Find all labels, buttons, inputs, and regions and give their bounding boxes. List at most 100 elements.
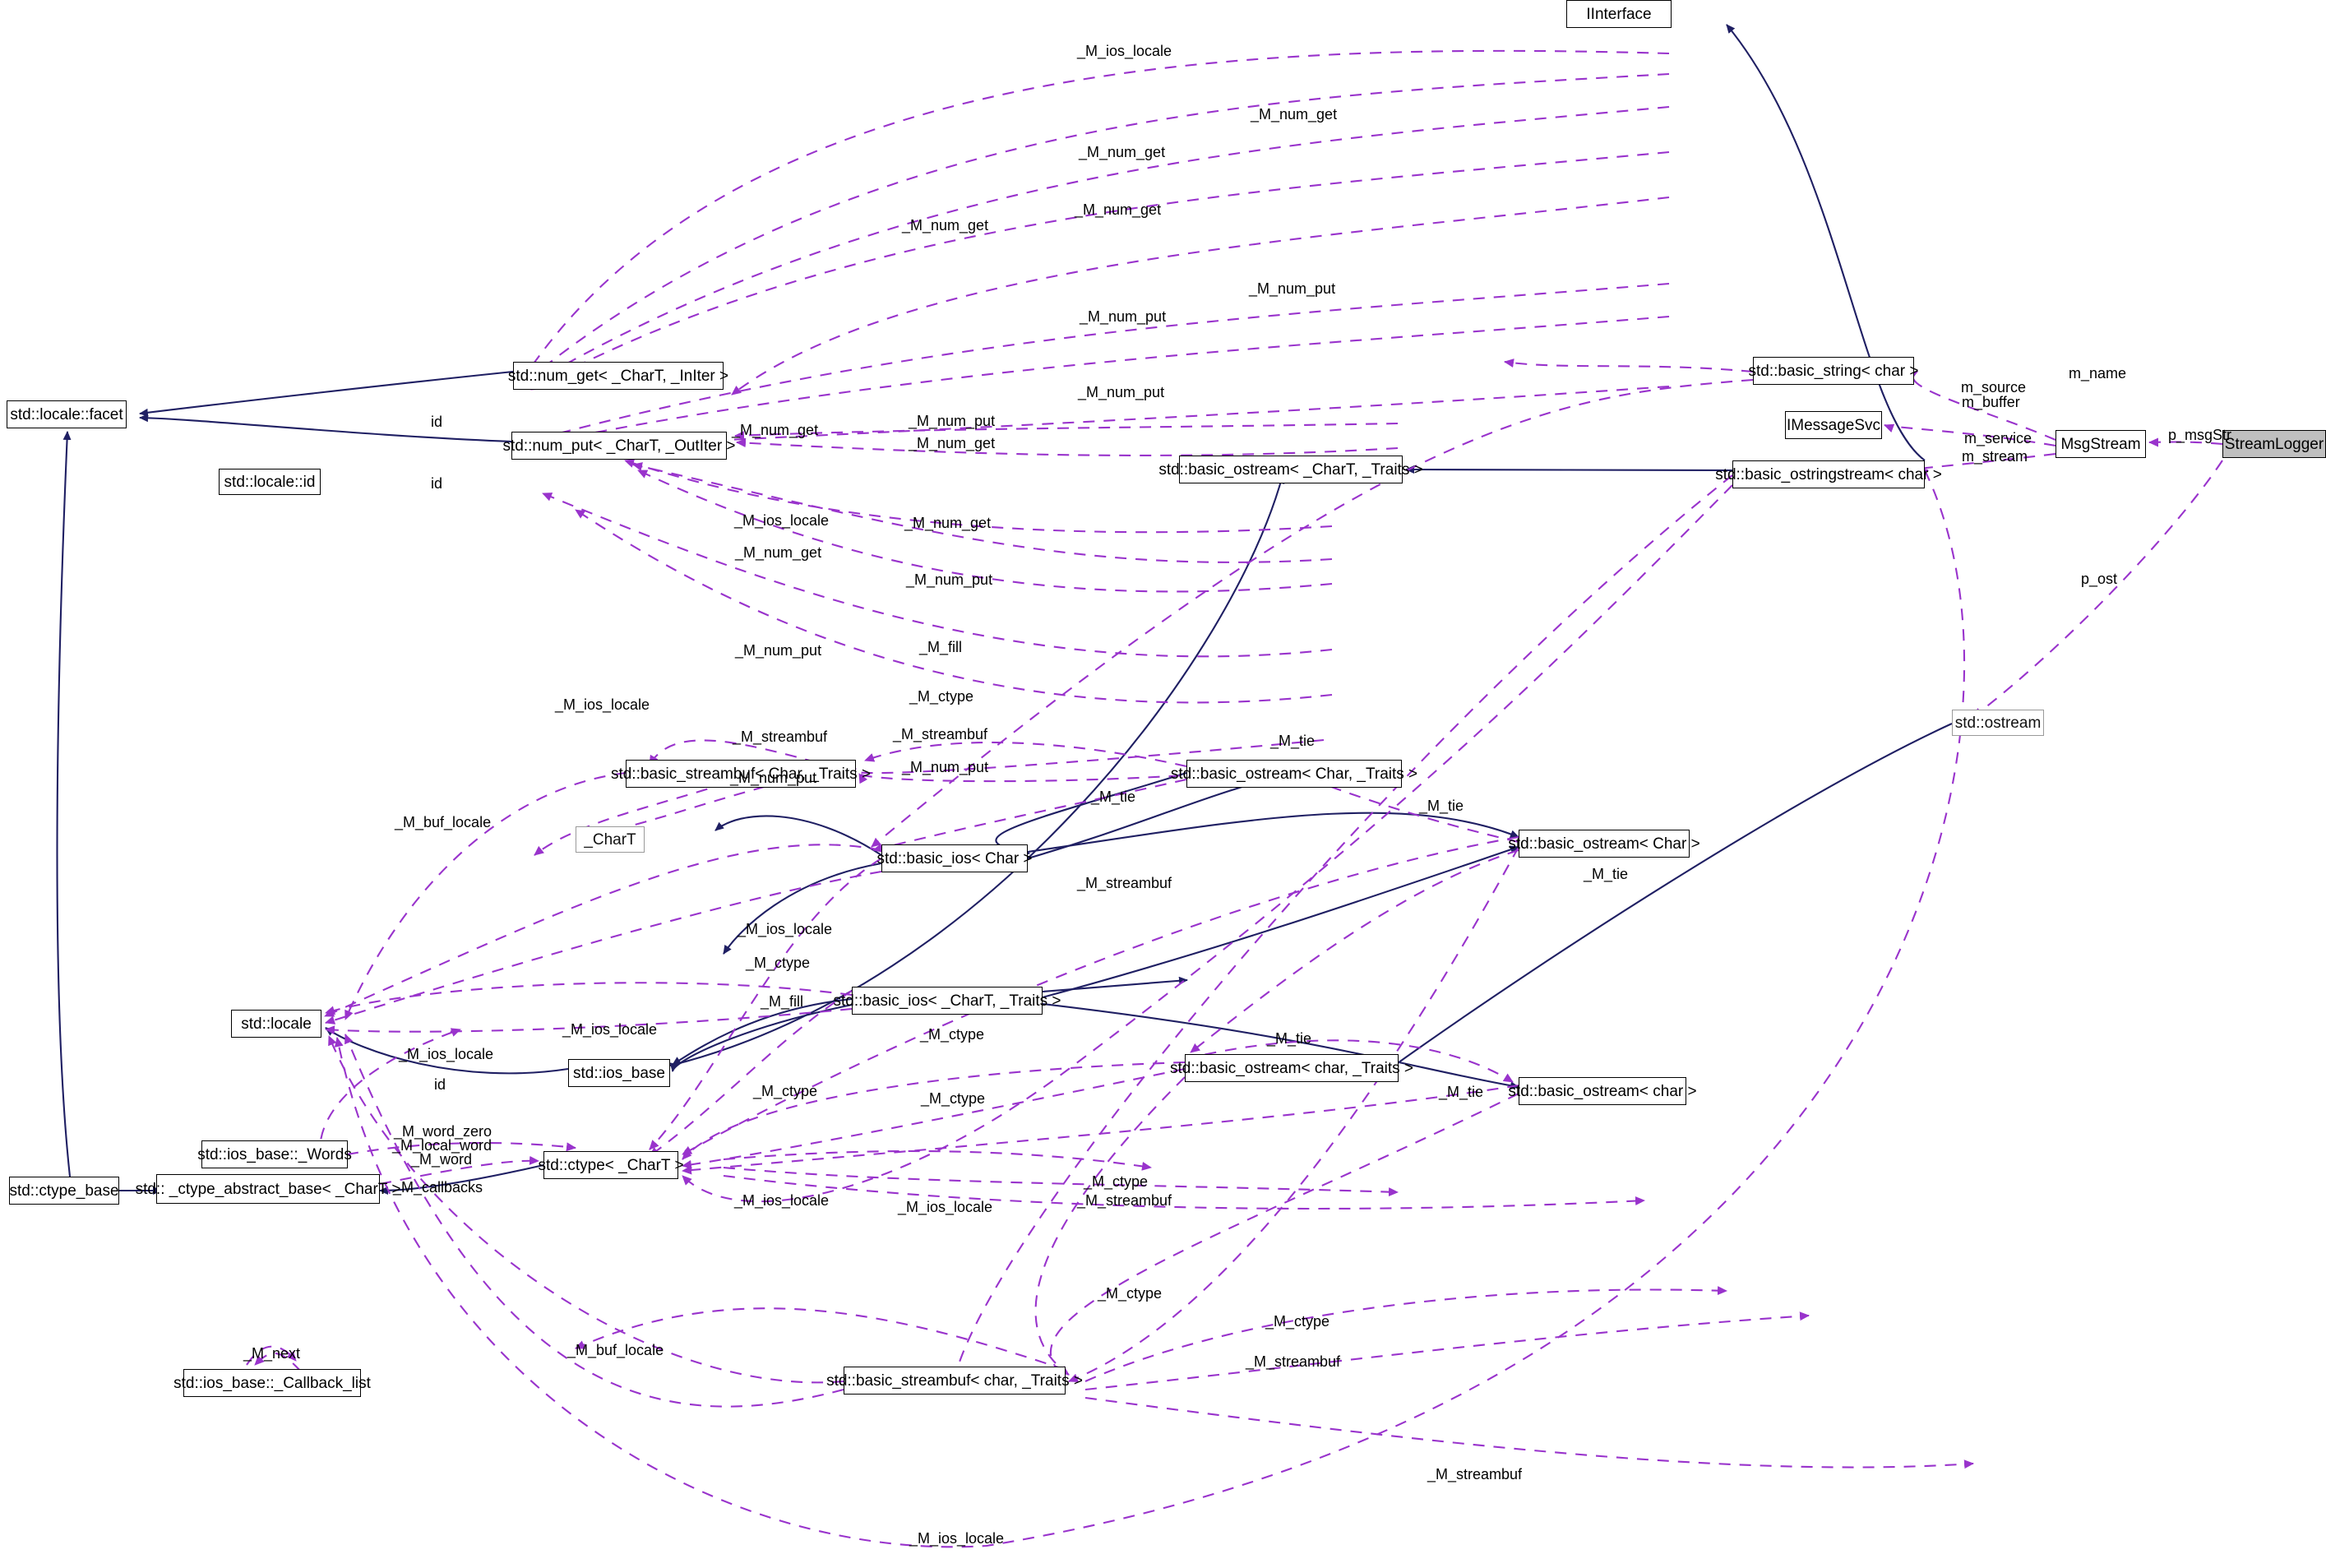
node-label: std::basic_ostream< Char, _Traits > — [1170, 765, 1418, 783]
edge-label: _M_tie — [1091, 789, 1136, 805]
node-basic-ostream-char-traits[interactable]: std::basic_ostream< char, _Traits > — [1170, 1054, 1413, 1082]
edge-label: _M_num_get — [1251, 106, 1338, 123]
edge-label: _M_streambuf — [1427, 1466, 1523, 1482]
edge-label: _M_num_get — [732, 422, 819, 438]
edge-label: p_ost — [2081, 571, 2118, 587]
edge-label: _M_num_put — [1078, 384, 1165, 400]
edge-label: _M_num_get — [735, 544, 822, 561]
node-msgstream[interactable]: MsgStream — [2055, 430, 2146, 458]
edge-label: _M_num_get — [909, 435, 996, 451]
node-label: std::basic_ostream< char, _Traits > — [1169, 1059, 1414, 1077]
node-label: std::basic_string< char > — [1748, 362, 1919, 380]
node-ios-base-words[interactable]: std::ios_base::_Words — [197, 1140, 352, 1168]
edge-label: _M_ios_locale — [738, 921, 833, 937]
node-basic-ostream-char[interactable]: std::basic_ostream< char > — [1508, 1077, 1697, 1105]
edge-label: _M_streambuf — [893, 726, 988, 742]
edge-label: _M_num_put — [902, 759, 989, 775]
edge-label: _M_ctype — [746, 955, 811, 971]
node-label: std::basic_streambuf< char, _Traits > — [826, 1371, 1083, 1390]
node-label: std::ios_base::_Callback_list — [173, 1374, 371, 1392]
node-locale-id[interactable]: std::locale::id — [219, 469, 321, 495]
edge-label: m_service — [1964, 430, 2032, 446]
edge-label: _M_ios_locale — [399, 1046, 494, 1062]
edge-label: id — [434, 1076, 446, 1093]
edge-label: _M_ctype — [1265, 1313, 1330, 1330]
node-imessagesvc[interactable]: IMessageSvc — [1785, 411, 1882, 439]
edge-label: _M_next — [243, 1345, 301, 1362]
edge-label: _M_local_word — [392, 1137, 492, 1154]
node-label: IInterface — [1586, 5, 1652, 23]
edge-label: _M_streambuf — [1246, 1353, 1341, 1370]
node-basic-ostream-Char-traits[interactable]: std::basic_ostream< Char, _Traits > — [1171, 760, 1417, 788]
node-basic-ostringstream-char[interactable]: std::basic_ostringstream< char > — [1715, 460, 1942, 488]
node-callback-list[interactable]: std::ios_base::_Callback_list — [173, 1369, 371, 1397]
edge-label: _M_ios_locale — [555, 696, 650, 713]
node-label: std::ios_base::_Words — [197, 1145, 352, 1163]
node-label: std::ctype_base — [9, 1182, 119, 1200]
edge-label: _M_tie — [1439, 1084, 1484, 1100]
node-label: std::locale::facet — [10, 405, 123, 423]
node-basic-ostream-chart-traits[interactable]: std::basic_ostream< _CharT, _Traits > — [1158, 456, 1423, 483]
node-label: std::ctype< _CharT > — [538, 1156, 684, 1174]
edge-label: _M_fill — [761, 993, 804, 1010]
node-ios-base[interactable]: std::ios_base — [568, 1059, 670, 1087]
edge-label: _M_word_zero — [394, 1123, 492, 1140]
node-label: StreamLogger — [2224, 435, 2324, 453]
edge-label: m_buffer — [1962, 394, 2020, 410]
edge-label: _M_ios_locale — [909, 1530, 1005, 1547]
edge-label: _M_ctype — [753, 1083, 818, 1099]
edge-label: _M_streambuf — [733, 728, 828, 745]
edge-label: _M_tie — [1419, 798, 1464, 814]
node-basic-ostream-Char[interactable]: std::basic_ostream< Char > — [1508, 830, 1700, 858]
node-label: std::basic_streambuf< Char, _Traits > — [610, 765, 872, 783]
node-basic-streambuf-char-traits[interactable]: std::basic_streambuf< char, _Traits > — [826, 1367, 1083, 1395]
edge-label: _M_tie — [1584, 866, 1629, 882]
edge-label: m_name — [2069, 365, 2127, 382]
node-streamlogger[interactable]: StreamLogger — [2222, 430, 2326, 458]
edge-label: _M_num_put — [735, 642, 822, 659]
edge-label: _M_buf_locale — [567, 1342, 664, 1358]
edge-label: _M_num_get — [1079, 144, 1166, 160]
edge-label: id — [431, 414, 443, 430]
node-num-put[interactable]: std::num_put< _CharT, _OutIter > — [502, 432, 736, 460]
edge-label: _M_ctype — [920, 1026, 985, 1043]
node-num-get[interactable]: std::num_get< _CharT, _InIter > — [508, 362, 728, 390]
edge-label: m_stream — [1962, 448, 2028, 465]
node-locale-facet[interactable]: std::locale::facet — [7, 400, 127, 428]
node-label: std::num_get< _CharT, _InIter > — [507, 367, 729, 385]
node-locale[interactable]: std::locale — [231, 1010, 321, 1038]
node-basic-string-char[interactable]: std::basic_string< char > — [1749, 357, 1919, 385]
node-label: std::num_put< _CharT, _OutIter > — [502, 437, 736, 455]
edge-label: _M_ctype — [909, 688, 974, 705]
node-basic-ios-chart-traits[interactable]: std::basic_ios< _CharT, _Traits > — [833, 987, 1061, 1015]
edge-label: _M_ctype — [1098, 1285, 1163, 1302]
node-ctype-abstract-base[interactable]: std:: _ctype_abstract_base< _CharT > — [136, 1174, 400, 1204]
edge-label: id — [431, 475, 443, 492]
edge-label: _M_ctype — [1084, 1173, 1149, 1190]
node-label: std::basic_ios< _CharT, _Traits > — [833, 992, 1061, 1010]
edge-label: _M_streambuf — [1077, 1192, 1172, 1209]
node-ctype-chart[interactable]: std::ctype< _CharT > — [538, 1151, 684, 1179]
node-label: std::locale — [241, 1015, 312, 1033]
node-label: std::basic_ostream< Char > — [1508, 835, 1700, 853]
node-chart[interactable]: _CharT — [576, 826, 645, 853]
node-iinterface[interactable]: IInterface — [1566, 0, 1672, 28]
node-label: std::ostream — [1954, 714, 2042, 732]
node-basic-ios-Char[interactable]: std::basic_ios< Char > — [876, 844, 1033, 872]
edge-label: _M_streambuf — [1077, 875, 1172, 891]
edge-label: _M_fill — [919, 639, 963, 655]
edge-label: _M_ios_locale — [1077, 43, 1172, 59]
node-ostream[interactable]: std::ostream — [1952, 710, 2044, 736]
edge-label: _M_num_put — [909, 413, 996, 429]
node-label: std::basic_ostream< char > — [1508, 1082, 1697, 1100]
edge-label: _M_tie — [1267, 1030, 1312, 1047]
edge-label: _M_ios_locale — [898, 1199, 993, 1215]
edge-label: _M_num_put — [1249, 280, 1336, 297]
edge-label: _M_num_put — [730, 770, 817, 786]
node-label: std::ios_base — [573, 1064, 665, 1082]
edge-label: _M_word — [411, 1151, 473, 1168]
node-ctype-base[interactable]: std::ctype_base — [9, 1177, 119, 1205]
edge-label: _M_num_get — [1075, 201, 1162, 218]
